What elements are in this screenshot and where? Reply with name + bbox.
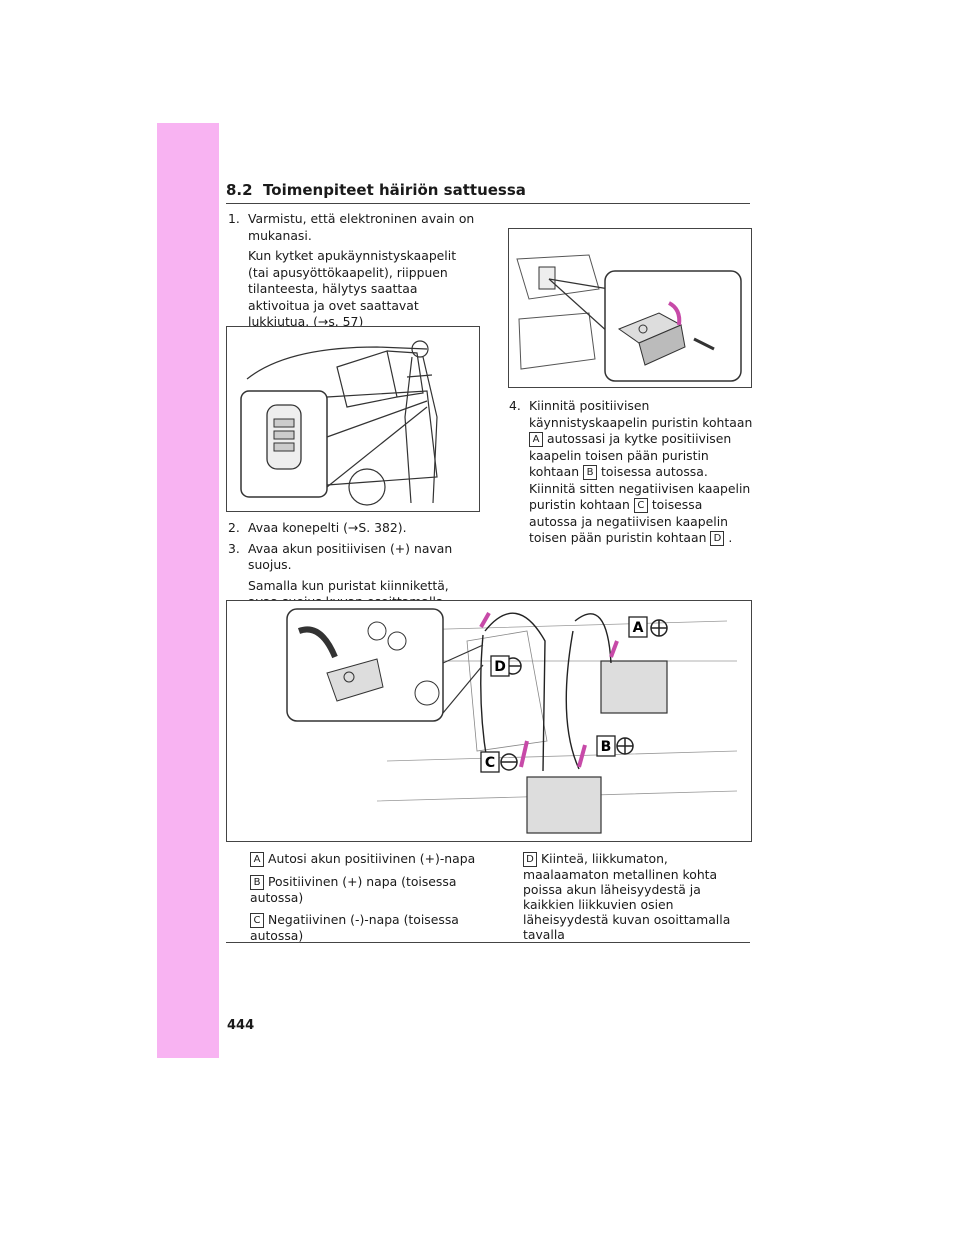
- battery-cover-illustration: [508, 228, 752, 388]
- side-band: [157, 123, 219, 1058]
- step-1: 1. Varmistu, että elektroninen avain on m…: [228, 211, 478, 335]
- marker-a: A: [529, 432, 543, 447]
- legend-text-d: Kiinteä, liikkumaton, maalaamaton metall…: [523, 851, 731, 942]
- legend-badge-b: B: [250, 875, 264, 890]
- section-header: 8.2 Toimenpiteet häiriön sattuessa: [226, 181, 750, 204]
- key-fob-illustration: [226, 326, 480, 512]
- step-4-text-b: autossasi ja kytke positiivisen kaapelin…: [529, 431, 732, 479]
- bottom-rule: [226, 942, 750, 943]
- diagram-label-c: C: [485, 755, 495, 771]
- marker-d: D: [710, 531, 725, 546]
- step-1-note: Kun kytket apukäynnistyskaapelit (tai ap…: [248, 248, 457, 329]
- step-4: 4. Kiinnitä positiivisen käynnistyskaapel…: [509, 398, 754, 551]
- step-4-text-c: toisessa autossa. Kiinnitä sitten negati…: [529, 464, 751, 512]
- marker-c: C: [633, 498, 648, 513]
- diagram-label-b: B: [601, 739, 612, 755]
- jump-start-diagram: A B C D: [226, 600, 752, 842]
- legend-badge-a: A: [250, 852, 264, 867]
- step-4-number: 4.: [509, 398, 521, 413]
- legend-item-a: A Autosi akun positiivinen (+)-napa: [250, 851, 482, 867]
- legend-text-b: Positiivinen (+) napa (toisessa autossa): [250, 874, 457, 905]
- legend-text-c: Negatiivinen (-)-napa (toisessa autossa): [250, 912, 459, 943]
- step-4-text-a: Kiinnitä positiivisen käynnistyskaapelin…: [529, 398, 753, 430]
- section-title: Toimenpiteet häiriön sattuessa: [263, 181, 526, 199]
- page-number: 444: [227, 1018, 255, 1033]
- step-3-text: Avaa akun positiivisen (+) navan suojus.: [248, 540, 453, 573]
- legend-text-a: Autosi akun positiivinen (+)-napa: [268, 851, 476, 866]
- step-3-number: 3.: [228, 540, 240, 556]
- diagram-label-d: D: [494, 659, 506, 675]
- legend-badge-c: C: [250, 913, 264, 928]
- step-4-text-end: .: [728, 530, 733, 545]
- step-2-text: Avaa konepelti (→S. 382).: [248, 520, 407, 535]
- diagram-label-a: A: [633, 620, 644, 636]
- step-2-number: 2.: [228, 520, 240, 535]
- step-4-text-d: toisessa autossa ja negatiivisen kaapeli…: [529, 497, 728, 545]
- section-number: 8.2: [226, 181, 253, 199]
- marker-b: B: [583, 465, 598, 480]
- legend-badge-d: D: [523, 852, 537, 867]
- step-1-text: Varmistu, että elektroninen avain on muk…: [248, 211, 475, 243]
- step-1-number: 1.: [228, 211, 240, 226]
